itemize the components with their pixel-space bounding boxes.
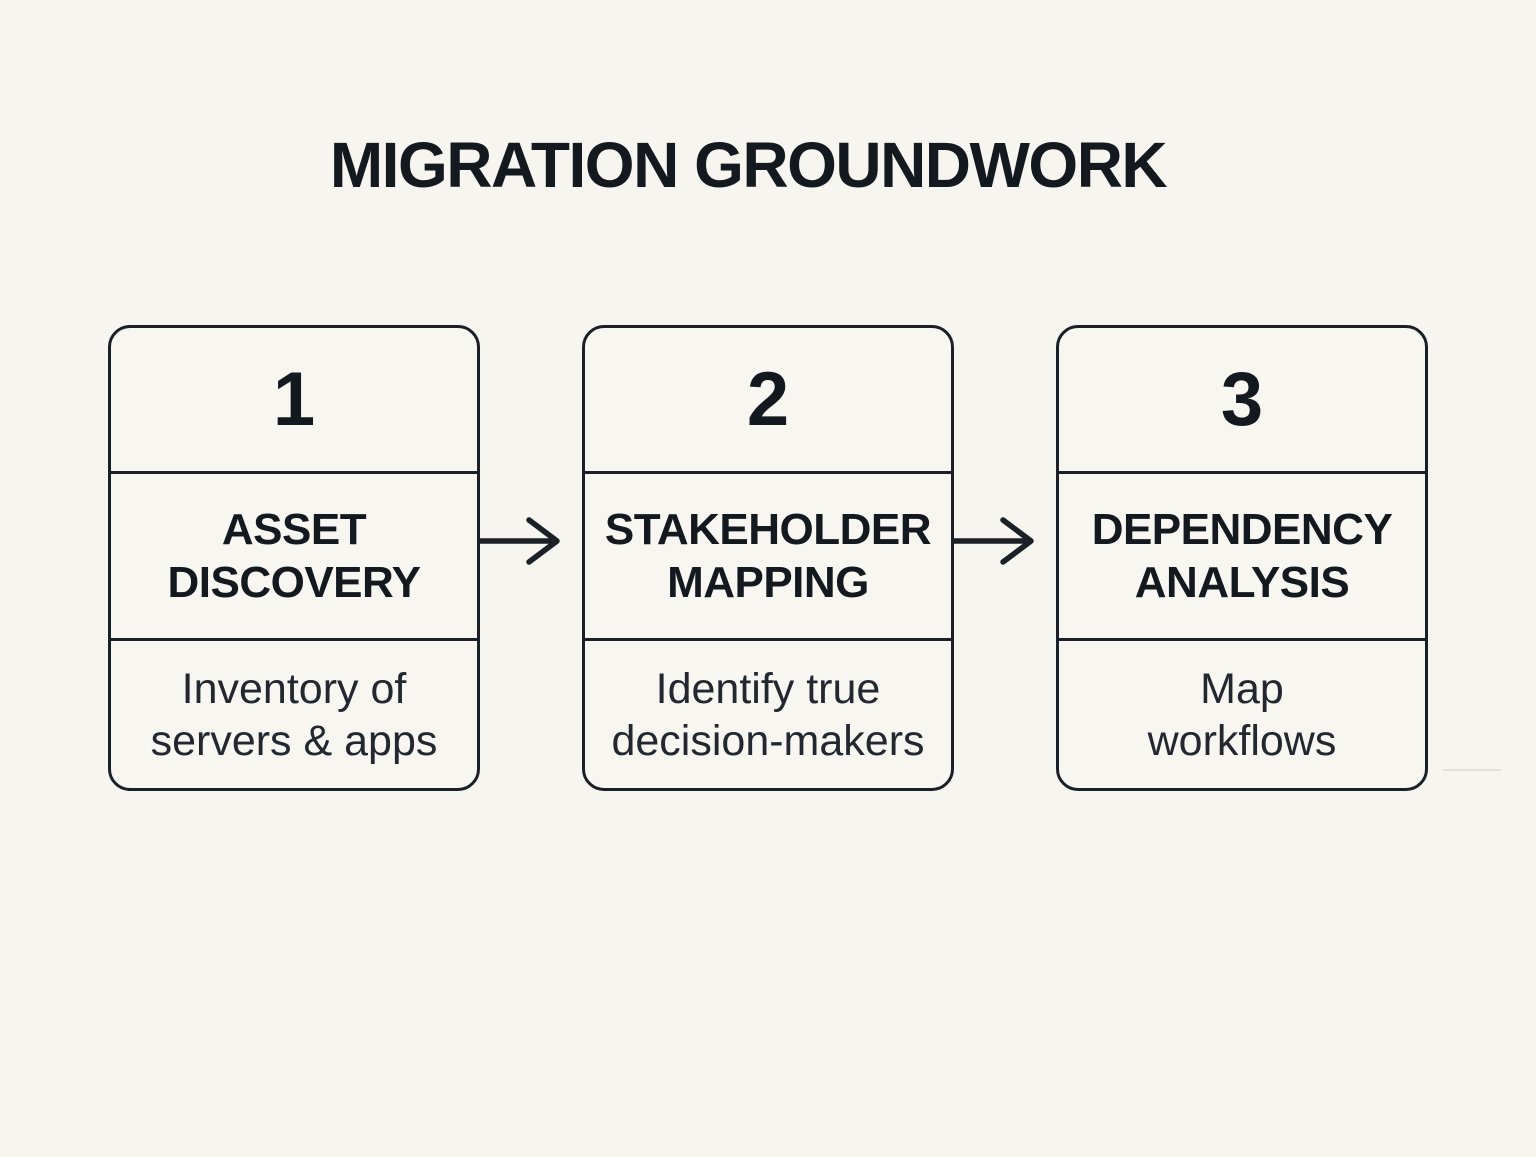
- process-diagram: 1 ASSET DISCOVERY Inventory of servers &…: [0, 325, 1536, 791]
- step-card-asset-discovery: 1 ASSET DISCOVERY Inventory of servers &…: [108, 325, 480, 791]
- arrow-right-icon: [954, 517, 1034, 565]
- step-card-dependency-analysis: 3 DEPENDENCY ANALYSIS Map workflows: [1056, 325, 1428, 791]
- step-title: ASSET DISCOVERY: [111, 471, 477, 638]
- page-title: MIGRATION GROUNDWORK: [329, 129, 1168, 201]
- step-number: 1: [272, 357, 316, 442]
- step-title: DEPENDENCY ANALYSIS: [1059, 471, 1425, 638]
- step-description: Identify true decision-makers: [585, 638, 951, 788]
- faint-artifact-line: [1443, 769, 1501, 771]
- step-card-stakeholder-mapping: 2 STAKEHOLDER MAPPING Identify true deci…: [582, 325, 954, 791]
- arrow-gap: [480, 325, 582, 791]
- arrow-gap: [954, 325, 1056, 791]
- arrow-right-icon: [480, 517, 560, 565]
- step-number: 2: [746, 357, 790, 442]
- step-title: STAKEHOLDER MAPPING: [585, 471, 951, 638]
- step-description: Inventory of servers & apps: [111, 638, 477, 788]
- step-number: 3: [1220, 357, 1264, 442]
- step-description: Map workflows: [1059, 638, 1425, 788]
